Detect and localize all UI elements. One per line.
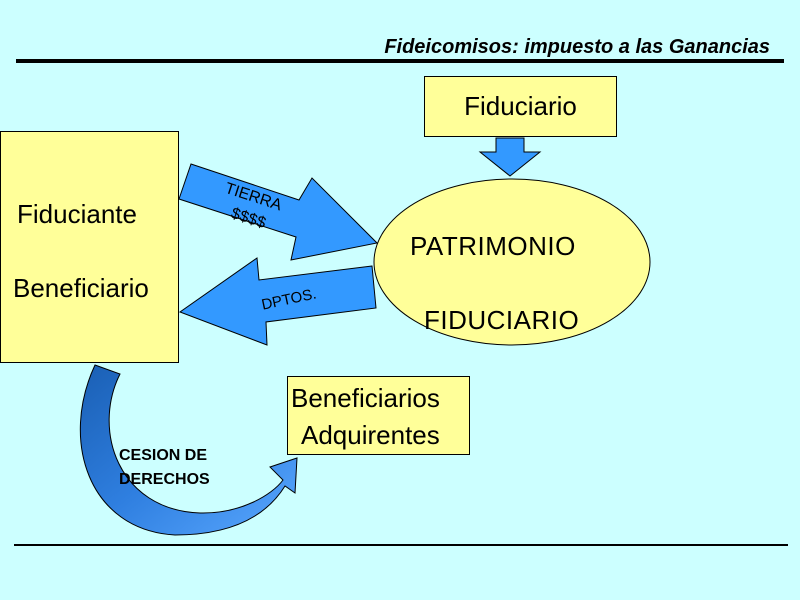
slide-title: Fideicomisos: impuesto a las Ganancias: [384, 36, 770, 58]
fiduciante-box: Fiduciante Beneficiario: [0, 131, 179, 363]
cesion-label: CESION DE DERECHOS: [119, 444, 210, 492]
cesion-line1: CESION DE: [119, 447, 208, 464]
tierra-arrow: [178, 163, 379, 261]
cesion-line2: DERECHOS: [119, 471, 210, 488]
beneficiarios-label: Beneficiarios: [291, 383, 440, 413]
patrimonio-label: PATRIMONIO: [410, 231, 576, 261]
cesion-arrow: [79, 364, 298, 536]
adquirentes-label: Adquirentes: [301, 420, 440, 450]
down-arrow: [478, 137, 542, 177]
dptos-arrow: [178, 257, 377, 346]
fiduciario-box: Fiduciario: [424, 76, 617, 137]
patrimonio-ellipse: [373, 178, 651, 346]
top-rule: [16, 59, 784, 63]
fiduciario-label: Fiduciario: [464, 91, 577, 121]
fiduciante-label: Fiduciante: [17, 199, 137, 229]
beneficiario-label: Beneficiario: [13, 273, 149, 303]
fiduciario-ellipse-label: FIDUCIARIO: [424, 305, 580, 335]
bottom-rule: [14, 544, 788, 546]
beneficiarios-box: Beneficiarios Adquirentes: [287, 376, 470, 455]
